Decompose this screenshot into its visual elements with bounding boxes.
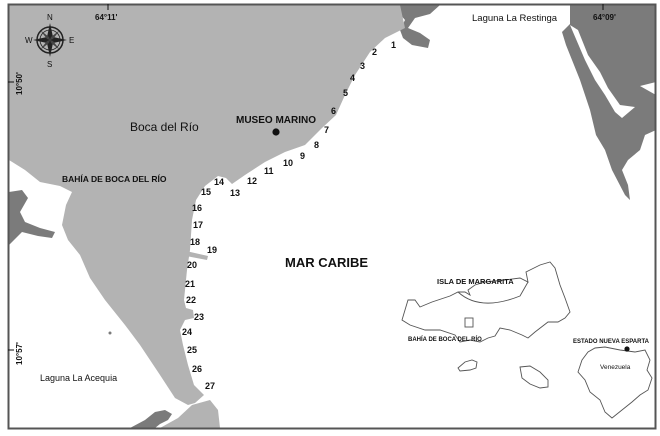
station-label-9: 9 (300, 151, 305, 161)
station-label-18: 18 (190, 237, 200, 247)
venezuela-outline (577, 346, 653, 419)
lon-label-left: 64°11' (95, 13, 118, 22)
southern-land (160, 400, 220, 428)
station-label-3: 3 (360, 61, 365, 71)
station-label-20: 20 (187, 260, 197, 270)
laguna-la-restinga-water (570, 25, 635, 118)
station-label-16: 16 (192, 203, 202, 213)
station-label-22: 22 (186, 295, 196, 305)
western-dark-land (9, 190, 55, 245)
svg-text:N: N (47, 13, 53, 22)
svg-text:E: E (69, 36, 74, 45)
lat-label-bottom: 10°57' (15, 342, 24, 365)
inset-map (401, 261, 653, 419)
label-mar-caribe: MAR CARIBE (285, 255, 368, 270)
southern-islet (130, 410, 172, 428)
station-label-26: 26 (192, 364, 202, 374)
boca-del-rio-land (9, 5, 405, 405)
compass-rose-icon: N S W E (25, 13, 74, 69)
svg-text:W: W (25, 36, 33, 45)
station-label-24: 24 (182, 327, 192, 337)
label-laguna-la-restinga: Laguna La Restinga (472, 13, 558, 24)
station-label-10: 10 (283, 158, 293, 168)
coche-island-outline (457, 359, 478, 372)
label-boca-del-rio: Boca del Río (130, 120, 199, 134)
lat-label-top: 10°50' (15, 72, 24, 95)
museo-marino-marker (272, 128, 280, 136)
cubagua-island-outline (519, 365, 549, 389)
station-label-25: 25 (187, 345, 197, 355)
station-label-7: 7 (324, 125, 329, 135)
nueva-esparta-marker (624, 346, 630, 352)
svg-text:S: S (47, 60, 52, 69)
station-label-12: 12 (247, 176, 257, 186)
lon-label-right: 64°09' (593, 13, 616, 22)
station-label-21: 21 (185, 279, 195, 289)
islet-dot (108, 331, 112, 335)
pier (186, 251, 208, 260)
station-label-5: 5 (343, 88, 348, 98)
map-frame (7, 3, 657, 430)
station-label-23: 23 (194, 312, 204, 322)
station-label-1: 1 (391, 40, 396, 50)
inset-label-isla-margarita: ISLA DE MARGARITA (437, 277, 514, 286)
study-area-box (464, 317, 474, 328)
inset-label-nueva-esparta: ESTADO NUEVA ESPARTA (573, 339, 650, 345)
station-label-4: 4 (350, 73, 355, 83)
label-bahia-boca-del-rio: BAHÍA DE BOCA DEL RÍO (62, 174, 167, 184)
station-label-27: 27 (205, 381, 215, 391)
margarita-island-outline (401, 261, 571, 343)
station-label-14: 14 (214, 177, 224, 187)
inset-label-bahia: BAHÍA DE BOCA DEL RÍO (408, 335, 482, 343)
inset-label-venezuela: Venezuela (600, 364, 631, 371)
station-label-17: 17 (193, 220, 203, 230)
label-laguna-la-acequia: Laguna La Acequia (40, 373, 117, 383)
station-label-19: 19 (207, 245, 217, 255)
sampling-stations: 1234567891011121314151617181920212223242… (182, 40, 396, 391)
station-label-13: 13 (230, 188, 240, 198)
islet-north (392, 5, 440, 48)
station-label-8: 8 (314, 140, 319, 150)
station-label-6: 6 (331, 106, 336, 116)
station-label-15: 15 (201, 187, 211, 197)
station-label-2: 2 (372, 47, 377, 57)
station-label-11: 11 (264, 166, 274, 176)
label-museo-marino: MUSEO MARINO (236, 115, 316, 126)
